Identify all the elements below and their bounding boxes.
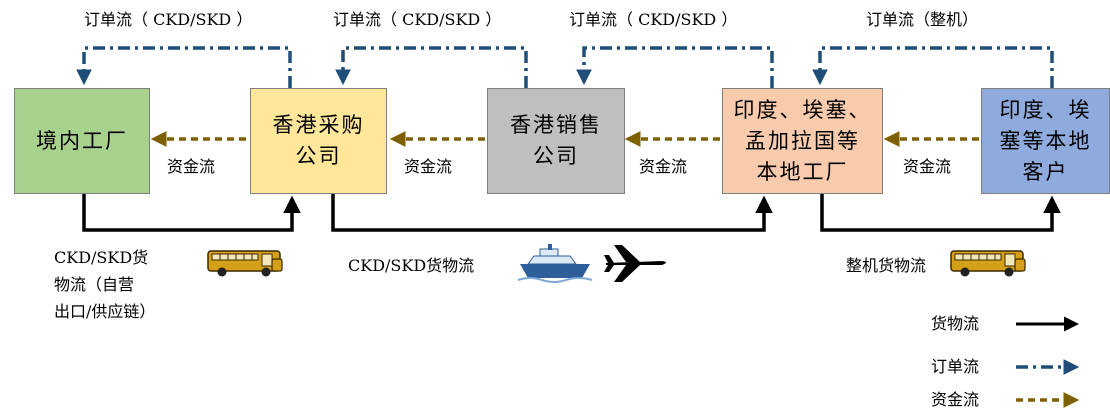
- bus-icon: [207, 250, 283, 277]
- order-flow-arrow-3: [576, 46, 774, 88]
- money-flow-label-2: 资金流: [404, 157, 453, 176]
- bus-icon: [950, 250, 1026, 277]
- node-hk-purchase-company: 香港采购 公司: [250, 88, 387, 194]
- legend-goods-label: 货物流: [931, 314, 980, 333]
- legend-order-label: 订单流: [931, 357, 980, 376]
- goods-flow-label-1: CKD/SKD货 物流（自营 出口/供应链）: [54, 248, 156, 321]
- goods-flow-label-2: CKD/SKD货物流: [348, 256, 475, 275]
- order-flow-arrow-2: [335, 46, 528, 88]
- ship-icon: [517, 244, 593, 283]
- goods-flow-label-3: 整机货物流: [846, 256, 927, 275]
- order-flow-label-3: 订单流（ CKD/SKD ）: [569, 10, 738, 29]
- airplane-icon: [604, 245, 666, 282]
- legend-money-label: 资金流: [931, 390, 980, 409]
- goods-flow-arrow-1: [82, 194, 301, 232]
- money-flow-label-3: 资金流: [639, 157, 688, 176]
- order-flow-arrow-4: [812, 46, 1054, 88]
- order-flow-label-2: 订单流（ CKD/SKD ）: [333, 10, 502, 29]
- order-flow-label-1: 订单流（ CKD/SKD ）: [84, 10, 253, 29]
- node-local-factories: 印度、埃塞、 孟加拉国等 本地工厂: [722, 88, 883, 194]
- money-flow-label-4: 资金流: [903, 157, 952, 176]
- order-flow-label-4: 订单流（整机）: [866, 10, 979, 29]
- goods-flow-arrow-2: [331, 194, 773, 232]
- node-domestic-factory: 境内工厂: [14, 88, 150, 194]
- money-flow-label-1: 资金流: [167, 157, 216, 176]
- order-flow-arrow-1: [76, 46, 292, 88]
- goods-flow-arrow-3: [820, 194, 1061, 232]
- node-local-customers: 印度、埃 塞等本地 客户: [981, 88, 1110, 194]
- node-hk-sales-company: 香港销售 公司: [487, 88, 625, 194]
